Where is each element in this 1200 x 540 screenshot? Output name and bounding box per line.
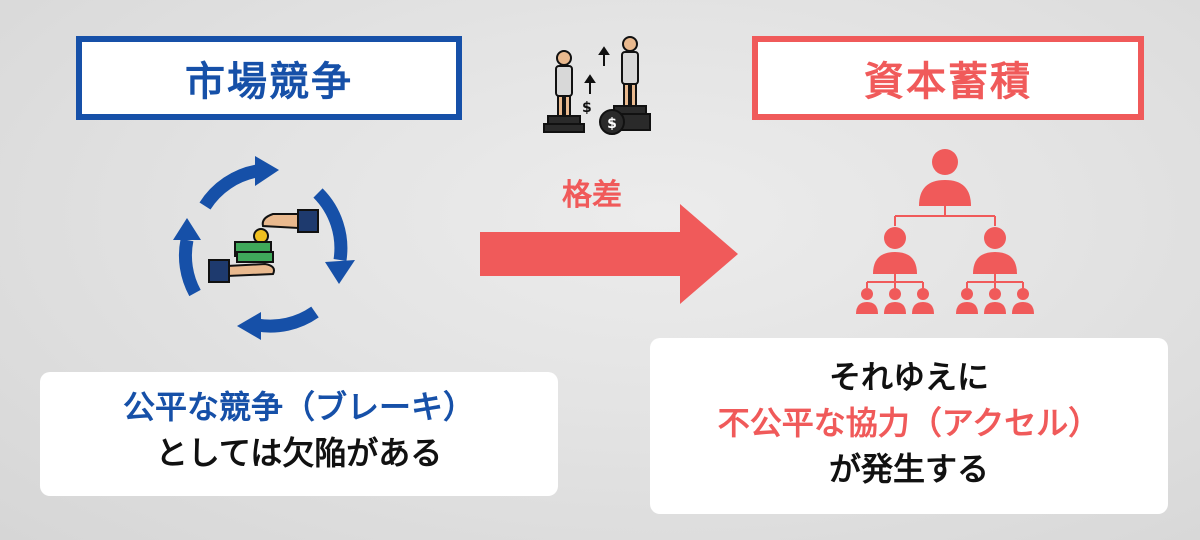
capital-accumulation-title-text: 資本蓄積 bbox=[864, 59, 1032, 105]
therefore-text: それゆえに bbox=[828, 358, 989, 396]
right-arrow-icon bbox=[480, 204, 738, 304]
capital-accumulation-title: 資本蓄積 bbox=[752, 36, 1144, 120]
hierarchy-tree-icon bbox=[856, 149, 1034, 314]
market-competition-title-text: 市場競争 bbox=[185, 59, 353, 105]
fair-competition-text: 公平な競争（ブレーキ） bbox=[122, 388, 475, 426]
occurs-text: が発生する bbox=[828, 450, 989, 488]
fair-competition-card: 公平な競争（ブレーキ） としては欠陥がある bbox=[40, 372, 558, 496]
inequality-label: 格差 bbox=[562, 178, 622, 213]
inequality-people-icon: $ $ bbox=[543, 36, 651, 135]
market-competition-title: 市場競争 bbox=[76, 36, 462, 120]
cycle-arrows-icon bbox=[173, 156, 355, 340]
money-exchange-icon bbox=[208, 209, 319, 283]
unfair-cooperation-card: それゆえに 不公平な協力（アクセル） が発生する bbox=[650, 338, 1168, 514]
dollar-sign-small: $ bbox=[582, 100, 592, 116]
dollar-sign: $ bbox=[607, 116, 617, 132]
defect-text: としては欠陥がある bbox=[155, 434, 443, 472]
unfair-cooperation-text: 不公平な協力（アクセル） bbox=[717, 404, 1101, 442]
